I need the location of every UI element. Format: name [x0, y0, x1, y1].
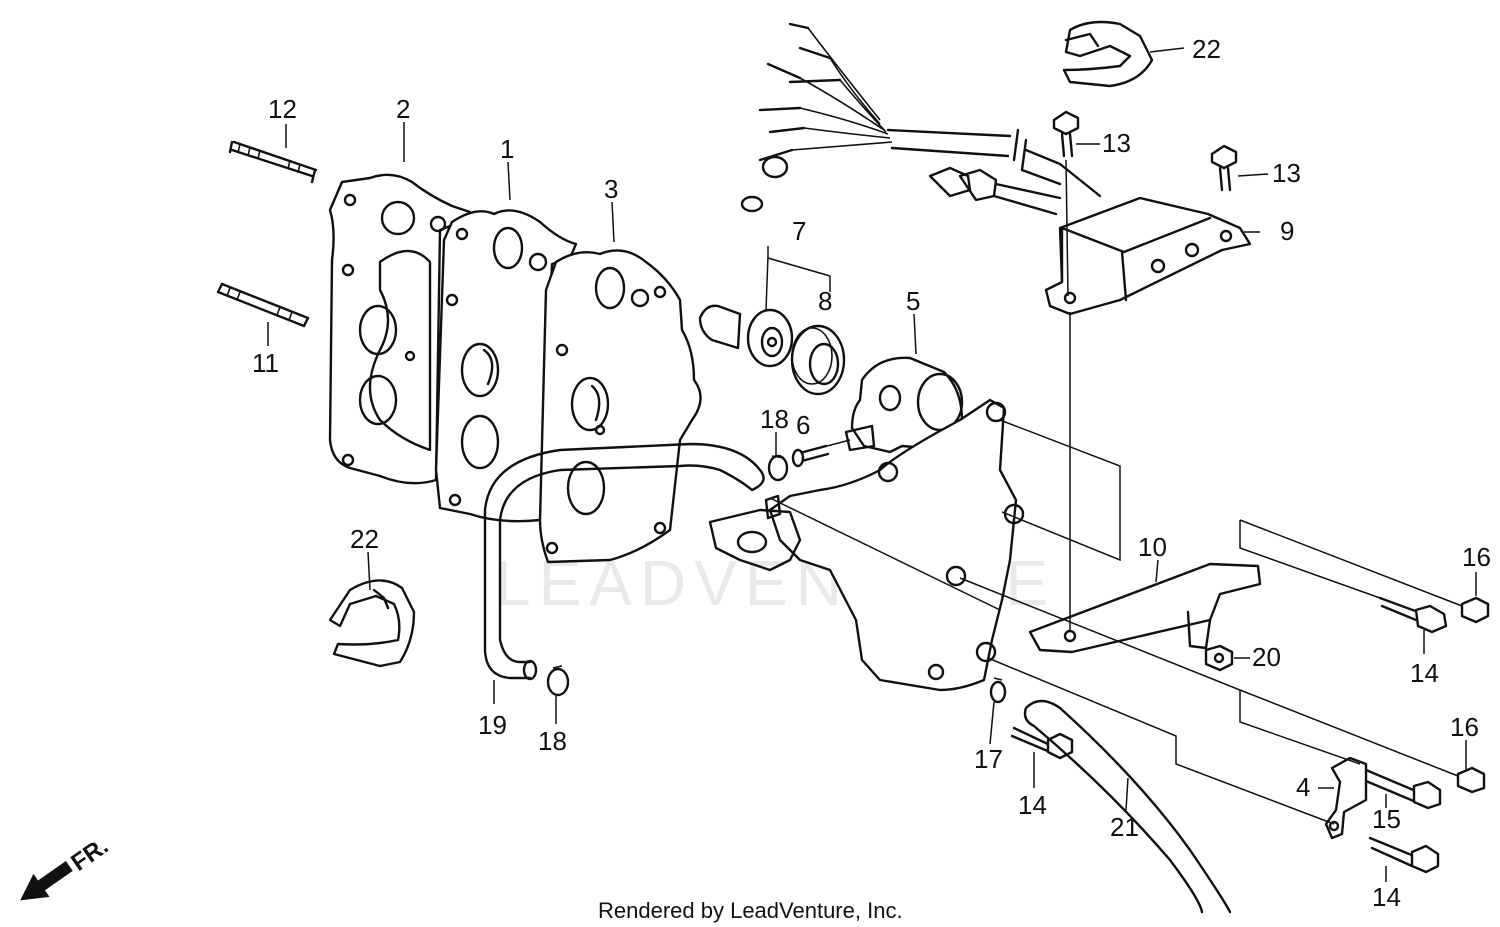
alignment-lines — [765, 159, 1463, 825]
callout-leaders — [267, 47, 1477, 882]
bolt-14-lower-right[interactable] — [1368, 836, 1440, 874]
callout-2: 2 — [396, 94, 410, 124]
seal-8[interactable] — [790, 324, 846, 396]
nut-16-upper[interactable] — [1460, 596, 1490, 624]
bolt-6[interactable] — [791, 444, 830, 468]
callout-21: 21 — [1110, 812, 1139, 842]
callout-8: 8 — [818, 286, 832, 316]
gasket-3[interactable] — [538, 249, 702, 564]
front-direction-arrow: FR. — [20, 832, 113, 901]
callout-11: 11 — [252, 348, 279, 378]
bolt-13-right[interactable] — [1210, 144, 1238, 192]
callout-10: 10 — [1138, 532, 1167, 562]
bracket-10[interactable] — [1028, 562, 1262, 654]
bolt-14-upper-right[interactable] — [1378, 596, 1448, 634]
clip-17[interactable] — [989, 677, 1007, 704]
callout-18-upper: 18 — [760, 404, 789, 434]
callout-16-lower: 16 — [1450, 712, 1479, 742]
clip-18-lower[interactable] — [546, 665, 570, 697]
clamp-22-lower[interactable] — [328, 579, 416, 668]
nut-20[interactable] — [1204, 644, 1234, 672]
water-jacket-cover[interactable] — [708, 398, 1025, 692]
callout-4: 4 — [1296, 772, 1310, 802]
credit-text: Rendered by LeadVenture, Inc. — [598, 898, 903, 923]
nut-16-lower[interactable] — [1456, 766, 1486, 794]
callout-labels: 1 2 3 4 5 6 7 8 9 10 11 12 13 13 14 14 1… — [252, 34, 1491, 912]
callout-22-left: 22 — [350, 524, 379, 554]
callout-9: 9 — [1280, 216, 1294, 246]
callout-5: 5 — [906, 286, 920, 316]
callout-17: 17 — [974, 744, 1003, 774]
clamp-22-upper[interactable] — [1062, 20, 1154, 88]
hose-21[interactable] — [1023, 699, 1232, 914]
stud-bolt-12[interactable] — [228, 140, 318, 184]
callout-13-right: 13 — [1272, 158, 1301, 188]
callout-14-lower-left: 14 — [1018, 790, 1047, 820]
callout-19: 19 — [478, 710, 507, 740]
arrow-icon — [20, 860, 73, 901]
callout-20: 20 — [1252, 642, 1281, 672]
regulator-rectifier-9[interactable] — [1044, 196, 1252, 316]
callout-1: 1 — [500, 134, 514, 164]
bracket-4[interactable] — [1324, 756, 1368, 840]
direction-label: FR. — [66, 832, 113, 876]
wire-harness[interactable] — [740, 22, 1102, 216]
callout-18-lower: 18 — [538, 726, 567, 756]
bolt-13-left[interactable] — [1052, 110, 1080, 158]
callout-3: 3 — [604, 174, 618, 204]
callout-14-upper-right: 14 — [1410, 658, 1439, 688]
callout-12: 12 — [268, 94, 297, 124]
callout-6: 6 — [796, 410, 810, 440]
thermostat-7[interactable] — [698, 304, 794, 368]
hose-19[interactable] — [483, 442, 765, 681]
callout-22-top: 22 — [1192, 34, 1221, 64]
callout-13-top: 13 — [1102, 128, 1131, 158]
callout-16-upper: 16 — [1462, 542, 1491, 572]
stud-bolt-11[interactable] — [216, 282, 310, 328]
callout-7: 7 — [792, 216, 806, 246]
callout-15: 15 — [1372, 804, 1401, 834]
bolt-14-lower-left[interactable] — [1010, 726, 1074, 760]
callout-14-lower-right: 14 — [1372, 882, 1401, 912]
clip-18-upper[interactable] — [767, 454, 789, 482]
